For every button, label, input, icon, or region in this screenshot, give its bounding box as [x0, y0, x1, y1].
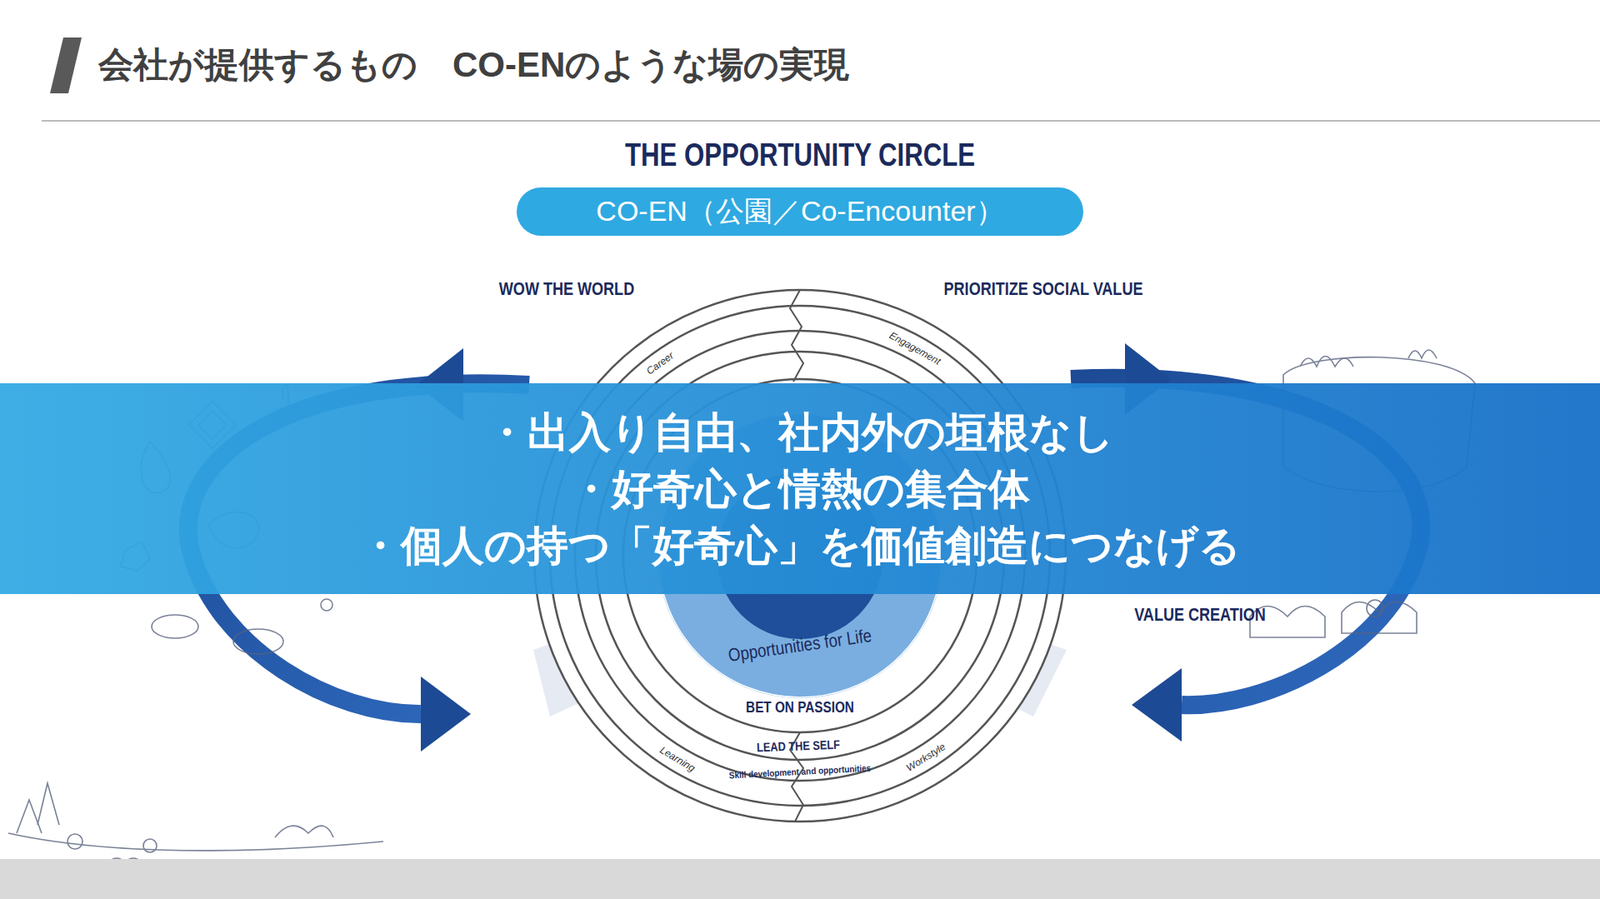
pill-box: CO-EN（公園／Co-Encounter）	[516, 187, 1084, 236]
bullet-text: ・出入り自由、社内外の垣根なし	[485, 404, 1115, 461]
slide-title: 会社が提供するもの CO-ENのような場の実現	[98, 41, 850, 89]
diagram-label: THE OPPORTUNITY CIRCLE	[625, 137, 975, 174]
diagram-label: BET ON PASSION	[745, 699, 855, 717]
diagram-label: PRIORITIZE SOCIAL VALUE	[944, 278, 1144, 300]
diagram-label: LEAD THE SELF	[756, 737, 840, 755]
diagram-label: WOW THE WORLD	[499, 278, 635, 300]
node-text: Opportunities for Life	[726, 625, 874, 667]
bullet-text: ・好奇心と情熱の集合体	[570, 460, 1030, 518]
bullet-text: ・個人の持つ「好奇心」を価値創造につなげる	[359, 517, 1241, 575]
node-text: CO-EN（公園／Co-Encounter）	[550, 192, 1050, 231]
title-rule	[41, 120, 1600, 122]
title-bar	[50, 37, 82, 94]
diagram-label: VALUE CREATION	[1134, 604, 1266, 626]
highlight-band: ・出入り自由、社内外の垣根なし・好奇心と情熱の集合体・個人の持つ「好奇心」を価値…	[0, 383, 1600, 595]
footer-bar	[0, 859, 1600, 899]
